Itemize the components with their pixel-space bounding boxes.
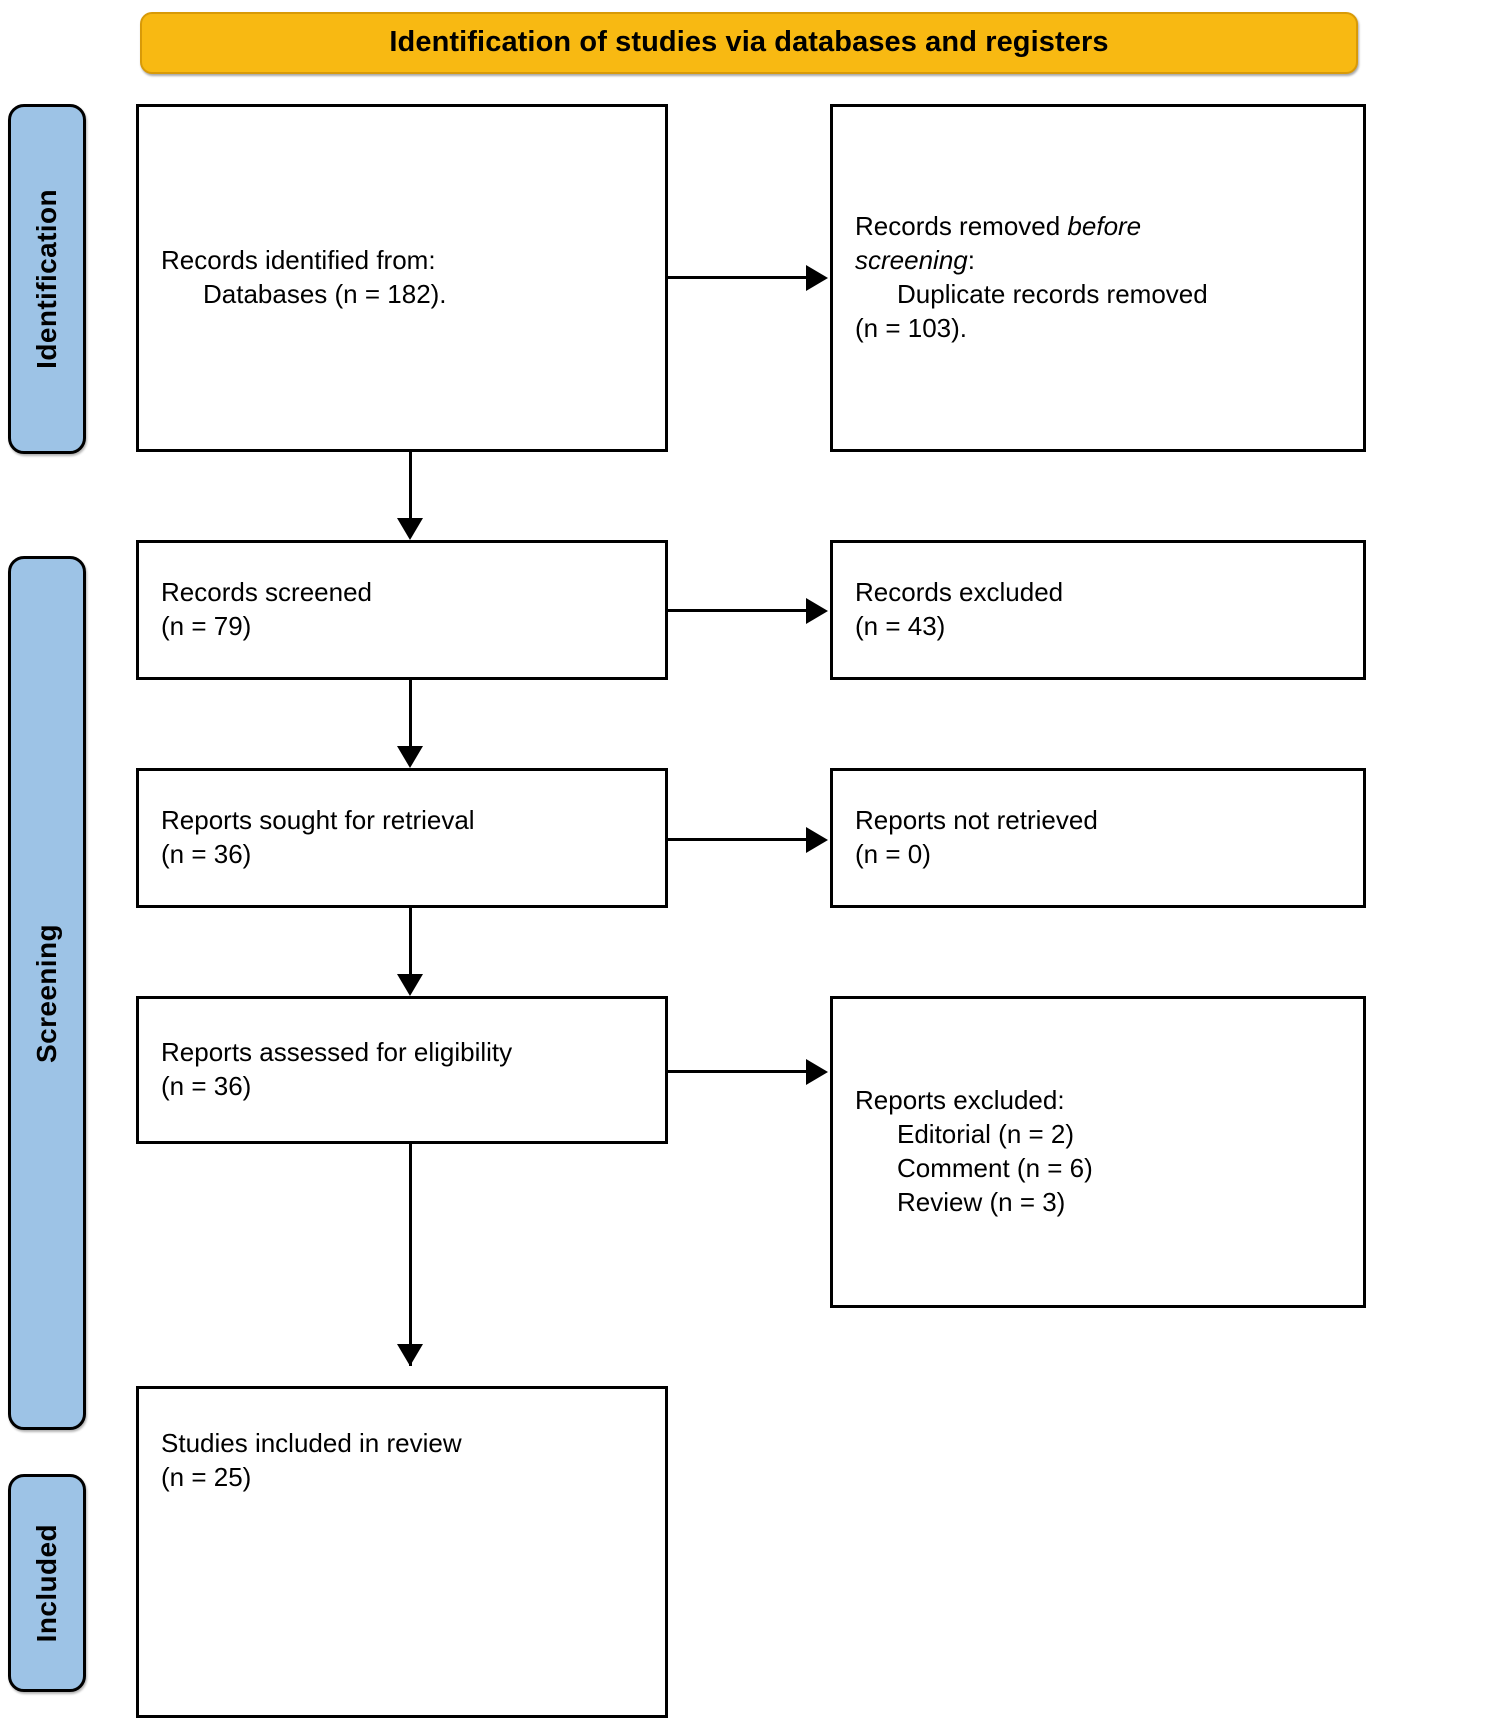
studies-included-line2: (n = 25) [161,1461,252,1492]
box-records-screened-body: Records screened (n = 79) [161,576,643,644]
reports-excluded-line4: Review (n = 3) [897,1186,1066,1217]
box-records-excluded-body: Records excluded (n = 43) [855,576,1341,644]
diagram-title: Identification of studies via databases … [389,26,1109,59]
stage-label-included-text: Included [31,1523,62,1643]
box-reports-not-retrieved: Reports not retrieved (n = 0) [830,768,1366,908]
records-identified-line2: Databases (n = 182). [203,279,447,309]
arrow-right-icon-identified-to-removed [806,265,828,291]
box-reports-not-retrieved-body: Reports not retrieved (n = 0) [855,804,1341,872]
reports-excluded-line3: Comment (n = 6) [897,1153,1093,1183]
box-records-removed-body: Records removed before screening: Duplic… [855,210,1341,345]
stage-label-identification-text: Identification [31,189,62,369]
arrow-right-icon-screened-to-records-excluded [806,598,828,624]
box-reports-assessed-body: Reports assessed for eligibility (n = 36… [161,1036,643,1104]
records-excluded-line2: (n = 43) [855,611,946,641]
box-reports-assessed-for-eligibility: Reports assessed for eligibility (n = 36… [136,996,668,1144]
reports-sought-line1: Reports sought for retrieval [161,805,475,836]
diagram-header-banner: Identification of studies via databases … [140,12,1358,74]
box-records-excluded: Records excluded (n = 43) [830,540,1366,680]
box-reports-sought-body: Reports sought for retrieval (n = 36) [161,804,643,872]
reports-excluded-line1: Reports excluded: [855,1085,1065,1116]
arrow-down-icon-identified-to-screened [397,518,423,540]
box-records-removed-before-screening: Records removed before screening: Duplic… [830,104,1366,452]
records-removed-line2-italic: screening [855,245,968,276]
records-identified-line1: Records identified from: [161,245,436,276]
reports-excluded-line2: Editorial (n = 2) [897,1119,1075,1150]
records-removed-line2-suffix: : [967,245,975,276]
connector-identified-to-removed [668,276,808,279]
records-excluded-line1: Records excluded [855,577,1064,608]
box-reports-sought-for-retrieval: Reports sought for retrieval (n = 36) [136,768,668,908]
arrow-right-icon-assessed-to-reports-excluded [806,1059,828,1085]
reports-not-retrieved-line1: Reports not retrieved [855,805,1098,836]
connector-screened-to-sought [409,680,412,748]
reports-sought-line2: (n = 36) [161,839,252,869]
connector-screened-to-records-excluded [668,609,808,612]
arrow-right-icon-sought-to-not-retrieved [806,827,828,853]
box-records-identified: Records identified from: Databases (n = … [136,104,668,452]
records-removed-line3: Duplicate records removed [897,279,1208,309]
records-removed-line1: Records removed before [855,210,1341,244]
reports-assessed-line2: (n = 36) [161,1071,252,1101]
reports-assessed-line1: Reports assessed for eligibility [161,1037,513,1068]
stage-label-identification: Identification [8,104,86,454]
stage-label-screening-text: Screening [31,923,62,1063]
box-studies-included-body: Studies included in review (n = 25) [161,1427,643,1495]
box-reports-excluded-body: Reports excluded: Editorial (n = 2) Comm… [855,1084,1341,1219]
records-removed-line2: screening: [855,244,1341,278]
records-screened-line1: Records screened [161,577,372,608]
connector-sought-to-not-retrieved [668,838,808,841]
connector-identified-to-screened [409,452,412,520]
stage-label-screening: Screening [8,556,86,1430]
reports-not-retrieved-line2: (n = 0) [855,839,931,869]
studies-included-line1: Studies included in review [161,1428,462,1458]
stage-label-included: Included [8,1474,86,1692]
arrow-down-icon-assessed-to-included [397,1344,423,1366]
records-screened-line2: (n = 79) [161,611,252,641]
arrow-down-icon-sought-to-assessed [397,974,423,996]
connector-assessed-to-reports-excluded [668,1070,808,1073]
box-reports-excluded: Reports excluded: Editorial (n = 2) Comm… [830,996,1366,1308]
box-studies-included-in-review: Studies included in review (n = 25) [136,1386,668,1718]
records-removed-line1-prefix: Records removed [855,211,1068,242]
connector-sought-to-assessed [409,908,412,976]
records-removed-line4: (n = 103). [855,312,968,343]
connector-assessed-to-included [409,1144,412,1366]
records-removed-line1-italic: before [1067,211,1142,242]
box-records-identified-body: Records identified from: Databases (n = … [161,244,643,312]
box-records-screened: Records screened (n = 79) [136,540,668,680]
arrow-down-icon-screened-to-sought [397,746,423,768]
